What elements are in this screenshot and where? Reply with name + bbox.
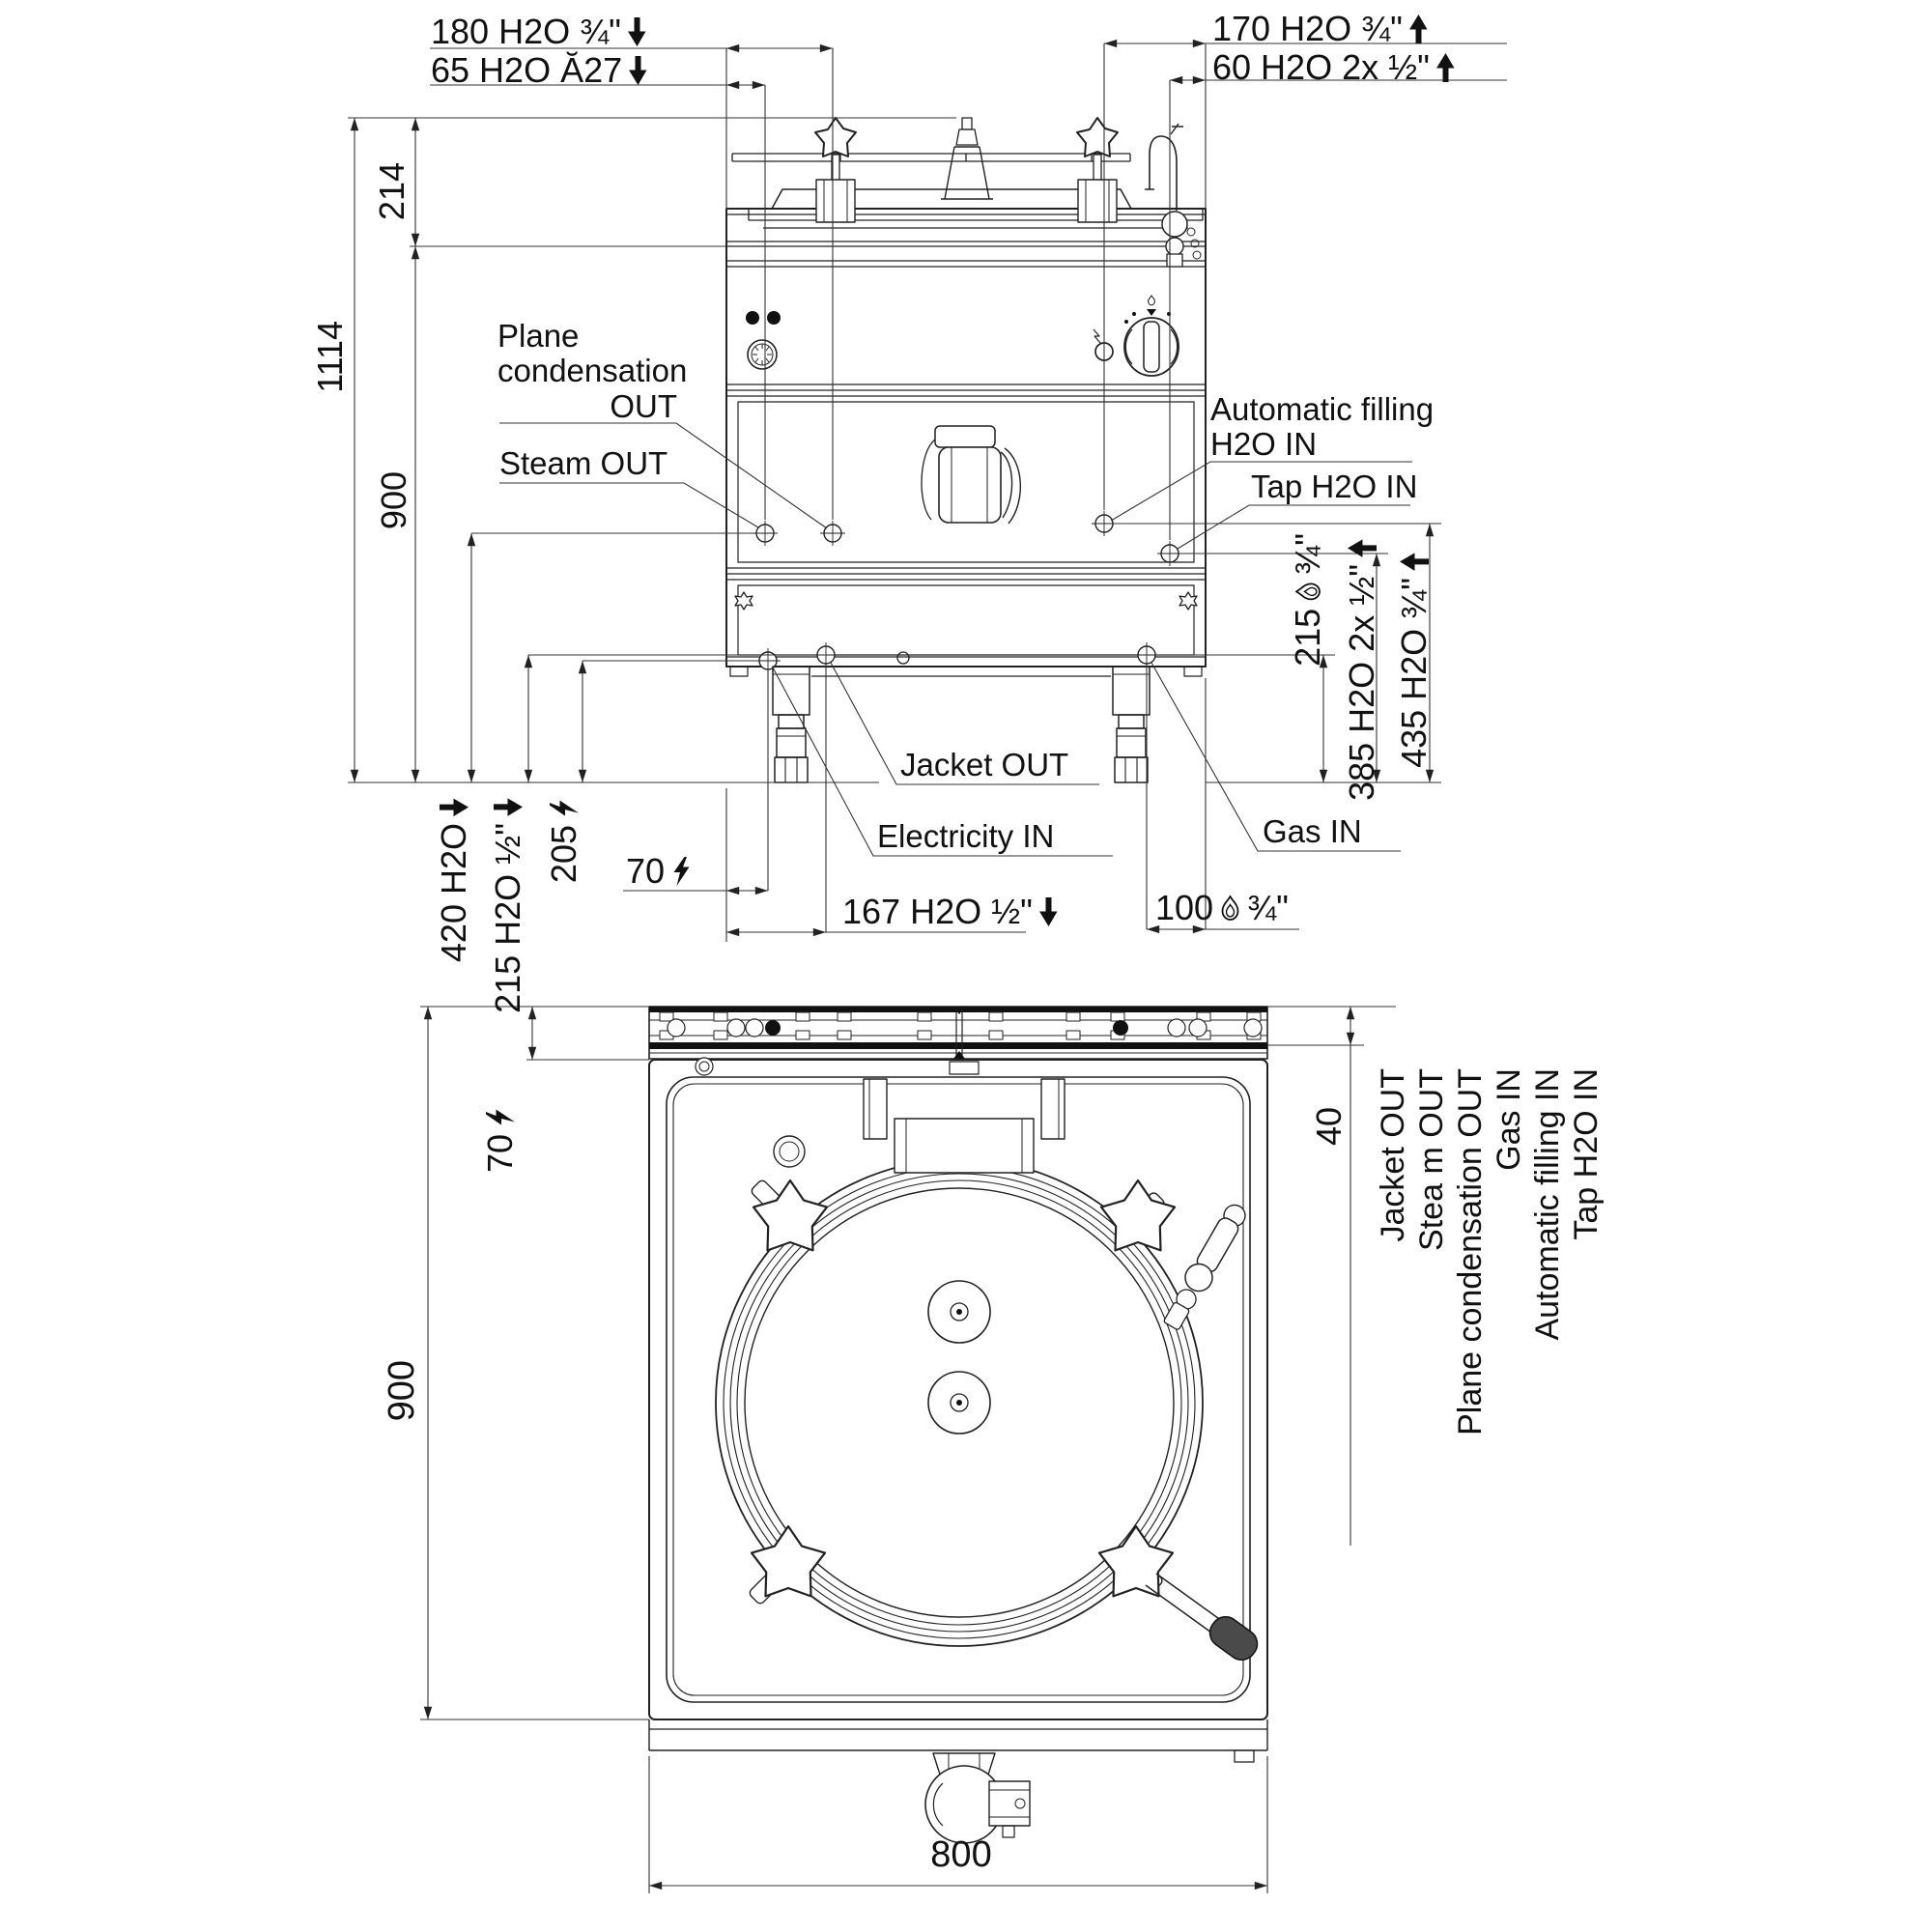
- dim-label-70-electric: 70: [626, 852, 692, 891]
- dim-text: ¾": [1247, 888, 1289, 927]
- dim-label-100-gas: 100 ¾": [1155, 889, 1289, 927]
- dim-label-900-top: 900: [382, 1360, 423, 1422]
- dim-label-70-top: 70: [480, 1107, 520, 1174]
- callout-text: Plane: [497, 318, 580, 354]
- callout-gas-in: Gas IN: [1263, 813, 1362, 849]
- dim-label-170: 170 H2O ¾": [1212, 10, 1428, 48]
- arrow-up-icon: [1408, 14, 1428, 43]
- callout-text: Gas IN: [1263, 813, 1362, 849]
- dim-text: 167 H2O ½": [842, 892, 1033, 931]
- callout-text: Jacket OUT: [900, 747, 1069, 782]
- arrow-down-icon: [629, 55, 647, 85]
- dim-text: 60 H2O 2x ½": [1212, 47, 1430, 87]
- connection-label-plane-condensation-out: Plane condensation OUT: [1452, 1068, 1489, 1435]
- dim-text: 385 H2O 2x ½": [1342, 564, 1381, 801]
- dim-label-215-gas: 215 ¾": [1288, 533, 1327, 667]
- dim-text: 900: [374, 471, 413, 530]
- dim-text: 205: [544, 825, 583, 884]
- callout-plane-condensation-out: Plane condensation OUT: [497, 318, 688, 424]
- dimension-lines: [348, 39, 1507, 1893]
- connection-text: Automatic filling IN: [1529, 1068, 1566, 1341]
- flame-icon: [1221, 895, 1239, 921]
- callout-jacket-out: Jacket OUT: [900, 747, 1069, 782]
- arrow-down-icon: [1038, 896, 1058, 926]
- dim-text: ¾": [1288, 533, 1327, 575]
- arrow-up-icon: [1399, 553, 1429, 571]
- callout-electricity-in: Electricity IN: [877, 818, 1055, 854]
- dim-text: 214: [372, 162, 412, 221]
- arrow-down-icon: [439, 798, 469, 816]
- arrow-down-icon: [627, 16, 646, 46]
- lightning-icon: [485, 1109, 515, 1125]
- dim-text: 100: [1155, 888, 1214, 927]
- connection-label-steam-out: Stea m OUT: [1413, 1068, 1450, 1251]
- dim-text: 70: [480, 1134, 520, 1174]
- arrow-up-icon: [1435, 52, 1455, 82]
- top-view-drawing: [648, 1006, 1268, 1844]
- dim-text: 180 H2O ¾": [431, 12, 621, 51]
- dim-label-1114: 1114: [310, 321, 350, 393]
- front-view-drawing: [725, 117, 1207, 783]
- dim-label-180: 180 H2O ¾": [431, 13, 646, 51]
- lightning-icon: [549, 800, 579, 816]
- callout-tap-h2o-in: Tap H2O IN: [1251, 469, 1417, 504]
- connection-text: Tap H2O IN: [1568, 1068, 1605, 1240]
- callout-text: Automatic filling: [1210, 391, 1435, 427]
- dim-text: 65 H2O Ă27: [431, 50, 623, 90]
- dim-text: 40: [1309, 1107, 1349, 1147]
- connection-text: Jacket OUT: [1375, 1068, 1411, 1242]
- callout-text: H2O IN: [1210, 426, 1318, 463]
- dim-label-420-h2o: 420 H2O: [434, 798, 473, 963]
- dim-label-60: 60 H2O 2x ½": [1212, 48, 1455, 87]
- connection-text: Plane condensation OUT: [1452, 1068, 1489, 1435]
- flame-icon: [1294, 582, 1321, 601]
- dim-label-214: 214: [372, 162, 412, 221]
- dim-text: 170 H2O ¾": [1212, 9, 1403, 48]
- dim-text: 435 H2O ¾": [1394, 578, 1434, 768]
- connection-label-gas-in: Gas IN: [1491, 1068, 1527, 1171]
- dim-label-205-electric: 205: [544, 798, 583, 884]
- dim-label-215-h2o: 215 H2O ½": [488, 798, 527, 1013]
- dim-text: 800: [930, 1834, 992, 1875]
- callout-text: Steam OUT: [499, 445, 668, 481]
- dim-text: 900: [382, 1360, 422, 1422]
- callout-text: Tap H2O IN: [1251, 469, 1418, 504]
- dim-label-40-top: 40: [1309, 1107, 1349, 1147]
- dim-label-65: 65 H2O Ă27: [431, 51, 647, 90]
- lightning-icon: [673, 856, 690, 886]
- dim-label-800: 800: [898, 1834, 1024, 1876]
- connection-text: Gas IN: [1491, 1068, 1527, 1171]
- callout-text: condensation: [497, 353, 688, 389]
- arrow-up-icon: [1347, 539, 1377, 557]
- callout-automatic-filling: Automatic filling H2O IN: [1210, 391, 1435, 463]
- callout-text: Electricity IN: [877, 818, 1055, 854]
- dim-label-435-h2o: 435 H2O ¾": [1394, 553, 1434, 768]
- dim-text: 215: [1288, 608, 1327, 667]
- callout-text: OUT: [610, 387, 677, 424]
- dim-text: 70: [626, 851, 666, 891]
- connection-label-tap-h2o-in: Tap H2O IN: [1568, 1068, 1605, 1240]
- dim-label-900-front: 900: [374, 471, 413, 530]
- connection-points: [755, 514, 1179, 670]
- dim-label-385-h2o: 385 H2O 2x ½": [1342, 539, 1381, 801]
- connection-label-jacket-out: Jacket OUT: [1375, 1068, 1411, 1242]
- connection-text: Stea m OUT: [1413, 1068, 1450, 1251]
- dim-text: 420 H2O: [434, 823, 473, 963]
- dim-label-167-h2o: 167 H2O ½": [842, 893, 1058, 931]
- dim-text: 1114: [310, 321, 350, 393]
- callout-steam-out: Steam OUT: [499, 445, 668, 481]
- dim-text: 215 H2O ½": [488, 823, 527, 1013]
- connection-label-automatic-filling-in: Automatic filling IN: [1529, 1068, 1566, 1341]
- arrow-down-icon: [493, 798, 523, 816]
